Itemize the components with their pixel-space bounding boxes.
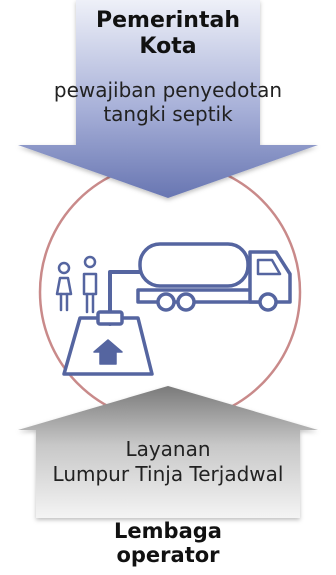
top-title: Pemerintah Kota [48, 8, 288, 60]
bottom-main-line1: Layanan [125, 437, 211, 461]
house-icon [93, 339, 123, 365]
bottom-title-line1: Lembaga [114, 519, 222, 543]
bottom-title-line2: operator [116, 543, 220, 567]
top-title-line2: Kota [139, 34, 197, 59]
truck-wheel-mid-icon [176, 292, 196, 312]
top-title-line1: Pemerintah [96, 8, 240, 33]
bottom-arrow [18, 386, 318, 518]
people-icon [55, 255, 98, 314]
top-subtitle: pewajiban penyedotan tangki septik [20, 78, 316, 126]
truck-window-icon [256, 258, 282, 276]
bottom-title: Lembaga operator [48, 519, 288, 567]
truck-chassis-icon [136, 288, 260, 304]
pipe-cap-icon [96, 310, 124, 326]
bottom-main-label: Layanan Lumpur Tinja Terjadwal [16, 437, 320, 487]
truck-wheel-front-icon [258, 292, 278, 312]
pipe-icon [108, 270, 152, 326]
illustration-group [55, 242, 292, 376]
top-arrow [18, 0, 318, 198]
truck-wheel-rear-icon [156, 292, 176, 312]
top-sub-line2: tangki septik [103, 102, 233, 126]
truck-tank-icon [138, 242, 250, 288]
top-sub-line1: pewajiban penyedotan [53, 78, 283, 102]
bottom-main-line2: Lumpur Tinja Terjadwal [52, 462, 284, 486]
